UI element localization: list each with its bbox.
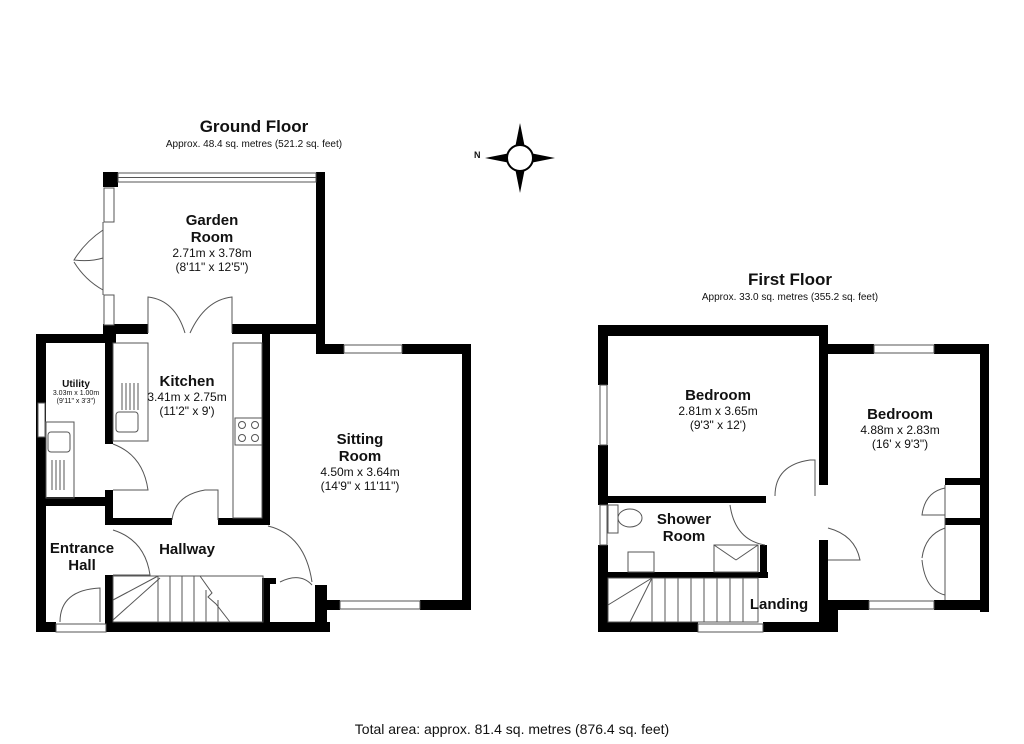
garden-room-name-line2: Room [190, 229, 234, 246]
ground-floor-title: Ground Floor [199, 117, 309, 136]
entrance-hall-name-line2: Hall [68, 557, 96, 574]
total-area: Total area: approx. 81.4 sq. metres (876… [354, 721, 670, 737]
first-floor-fixtures [607, 459, 946, 623]
hallway-name: Hallway [159, 541, 215, 558]
sitting-room-label: Sitting Room 4.50m x 3.64m (14'9" x 11'1… [320, 431, 399, 493]
utility-metric: 3.03m x 1.00m [52, 390, 100, 397]
kitchen-metric: 3.41m x 2.75m [147, 390, 227, 404]
sitting-room-name-line2: Room [338, 448, 382, 465]
kitchen-imperial: (11'2" x 9') [159, 404, 215, 418]
entrance-hall-label: Entrance Hall [50, 540, 114, 574]
landing-label: Landing [750, 596, 808, 613]
shower-room-name-line2: Room [662, 528, 706, 545]
bedroom-2-imperial: (16' x 9'3") [871, 437, 929, 451]
ground-floor-windows [37, 172, 421, 633]
sitting-room-imperial: (14'9" x 11'11") [320, 479, 400, 493]
ground-floor-walls [36, 172, 471, 632]
bedroom-1-metric: 2.81m x 3.65m [678, 404, 758, 418]
garden-room-metric: 2.71m x 3.78m [172, 246, 252, 260]
ground-floor-area: Approx. 48.4 sq. metres (521.2 sq. feet) [165, 139, 343, 150]
garden-room-label: Garden Room 2.71m x 3.78m (8'11" x 12'5"… [172, 212, 251, 274]
shower-room-name-line1: Shower [656, 511, 712, 528]
kitchen-label: Kitchen 3.41m x 2.75m (11'2" x 9') [147, 373, 226, 418]
ground-floor-fixtures [45, 222, 313, 623]
utility-label: Utility 3.03m x 1.00m (9'11" x 3'3") [53, 379, 99, 406]
entrance-hall-name-line1: Entrance [49, 540, 115, 557]
bedroom-2-name: Bedroom [867, 406, 933, 423]
bedroom-1-imperial: (9'3" x 12') [689, 418, 747, 432]
compass-north-label: N [474, 150, 481, 160]
first-floor-title: First Floor [747, 270, 833, 289]
hallway-label: Hallway [159, 541, 215, 558]
sitting-room-name-line1: Sitting [336, 431, 384, 448]
bedroom-1-label: Bedroom 2.81m x 3.65m (9'3" x 12') [678, 387, 757, 432]
kitchen-name: Kitchen [159, 373, 215, 390]
utility-name: Utility [62, 379, 90, 390]
first-floor-windows [599, 344, 935, 633]
utility-imperial: (9'11" x 3'3") [56, 398, 96, 405]
bedroom-2-metric: 4.88m x 2.83m [860, 423, 940, 437]
garden-room-name-line1: Garden [185, 212, 239, 229]
bedroom-1-name: Bedroom [685, 387, 751, 404]
first-floor-walls [598, 325, 989, 632]
garden-room-imperial: (8'11" x 12'5") [175, 260, 249, 274]
landing-name: Landing [749, 596, 809, 613]
compass-icon [485, 123, 555, 193]
first-floor-area: Approx. 33.0 sq. metres (355.2 sq. feet) [701, 292, 879, 303]
sitting-room-metric: 4.50m x 3.64m [320, 465, 400, 479]
bedroom-2-label: Bedroom 4.88m x 2.83m (16' x 9'3") [860, 406, 939, 451]
shower-room-label: Shower Room [657, 511, 711, 545]
